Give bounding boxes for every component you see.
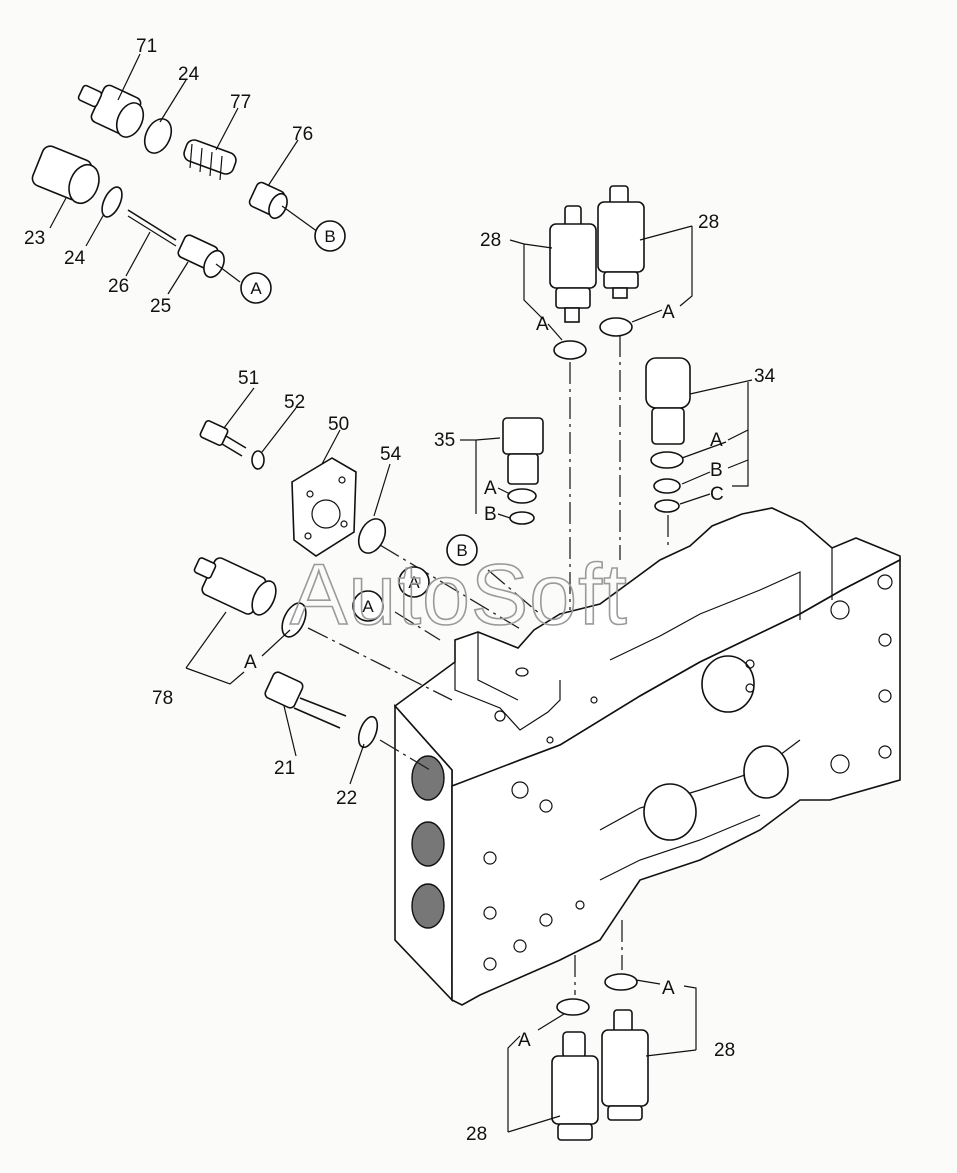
label-52: 52 xyxy=(284,392,305,413)
oring-54 xyxy=(357,518,387,554)
oring-34b xyxy=(653,478,681,494)
svg-text:B: B xyxy=(484,504,497,525)
part-71 xyxy=(77,84,145,138)
oring-28-top-right xyxy=(599,317,633,337)
svg-text:A: A xyxy=(250,279,262,298)
leader-lines xyxy=(49,53,753,1133)
label-50: 50 xyxy=(328,414,349,435)
oring-78 xyxy=(281,602,307,638)
solenoid-28-bottom-right xyxy=(601,1009,649,1121)
callout-a-mid2: A xyxy=(352,590,384,622)
svg-text:A: A xyxy=(662,978,675,999)
side-ports xyxy=(411,755,445,929)
spring-26 xyxy=(127,209,177,247)
part-76 xyxy=(248,181,288,220)
label-28-bottom-left: 28 xyxy=(466,1124,487,1145)
svg-text:A: A xyxy=(484,478,497,499)
valve-body xyxy=(393,507,901,1006)
label-35: 35 xyxy=(434,430,455,451)
svg-text:A: A xyxy=(362,597,374,616)
flange-50 xyxy=(291,457,357,557)
label-25: 25 xyxy=(150,296,171,317)
svg-text:B: B xyxy=(456,541,467,560)
label-24-bottom: 24 xyxy=(64,248,86,269)
label-24-top: 24 xyxy=(178,64,200,85)
oring-34c xyxy=(654,499,680,513)
part-25 xyxy=(177,234,225,279)
body-holes xyxy=(483,574,893,971)
svg-text:B: B xyxy=(710,460,723,481)
label-26: 26 xyxy=(108,276,129,297)
callout-b-mid: B xyxy=(446,534,478,566)
solenoid-28-bottom-left xyxy=(551,1031,599,1141)
label-78: 78 xyxy=(152,688,173,709)
oring-34a xyxy=(650,451,684,469)
part-35 xyxy=(502,417,544,485)
oring-35b xyxy=(509,511,535,525)
label-22: 22 xyxy=(336,788,357,809)
label-28-top-left: 28 xyxy=(480,230,501,251)
label-28-bottom-right: 28 xyxy=(714,1040,735,1061)
oring-28-top-left xyxy=(553,340,587,360)
part-78 xyxy=(193,557,277,616)
washer-52 xyxy=(251,450,265,470)
callout-a-top: A xyxy=(240,272,272,304)
solenoid-28-top-right xyxy=(597,185,645,299)
bolt-51 xyxy=(199,419,247,457)
label-51: 51 xyxy=(238,368,259,389)
washer-22 xyxy=(357,715,379,749)
part-number-labels: 71 24 77 76 23 24 26 25 28 28 34 51 52 5… xyxy=(24,36,776,1145)
oring-24-top xyxy=(143,118,173,154)
svg-text:A: A xyxy=(662,302,675,323)
svg-text:A: A xyxy=(536,314,549,335)
label-77: 77 xyxy=(230,92,251,113)
svg-text:A: A xyxy=(244,652,257,673)
label-23: 23 xyxy=(24,228,45,249)
oring-28-bottom-right xyxy=(604,973,638,991)
label-71: 71 xyxy=(136,36,157,57)
solenoid-28-top-left xyxy=(549,205,597,323)
part-23 xyxy=(31,145,100,205)
svg-text:A: A xyxy=(408,573,420,592)
callout-a-mid1: A xyxy=(398,566,430,598)
assembly-axis-lines xyxy=(307,335,669,995)
svg-text:B: B xyxy=(324,227,335,246)
svg-text:A: A xyxy=(710,430,723,451)
oring-24-bottom xyxy=(101,186,123,218)
bolt-21 xyxy=(264,671,347,729)
svg-text:A: A xyxy=(518,1030,531,1051)
label-76: 76 xyxy=(292,124,313,145)
svg-text:C: C xyxy=(710,484,724,505)
callout-b-top: B xyxy=(314,220,346,252)
oring-35a xyxy=(507,488,537,504)
label-34: 34 xyxy=(754,366,776,387)
oring-28-bottom-left xyxy=(556,998,590,1016)
watermark: AutoSoft xyxy=(290,547,628,643)
label-21: 21 xyxy=(274,758,295,779)
label-28-top-right: 28 xyxy=(698,212,719,233)
part-34 xyxy=(645,357,691,445)
spring-77 xyxy=(183,139,237,181)
letter-markers: A A A B C A B A A A xyxy=(244,302,724,1051)
label-54: 54 xyxy=(380,444,402,465)
